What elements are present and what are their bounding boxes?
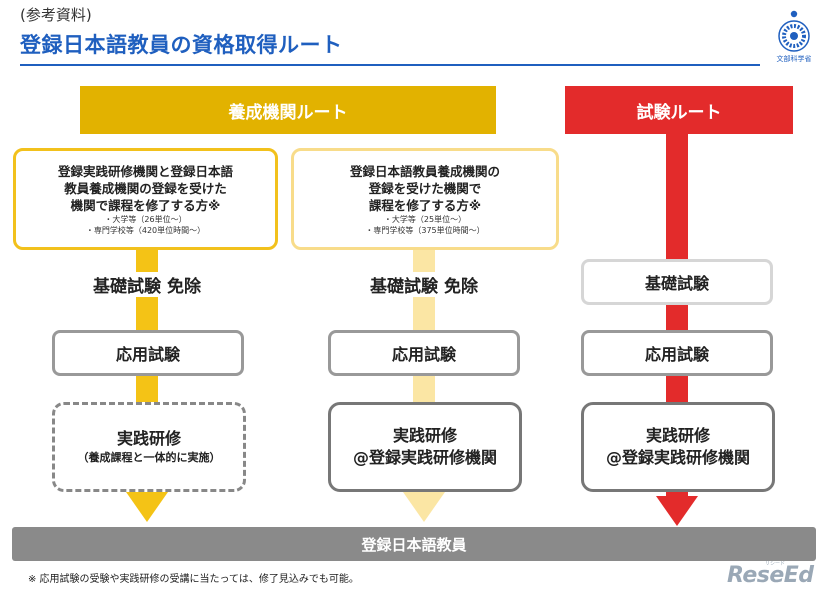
desc-2-note-2: ・専門学校等（375単位時間～）: [365, 225, 485, 235]
registered-teacher-bar: 登録日本語教員: [12, 527, 816, 561]
arrow-head-1-icon: [126, 492, 168, 522]
basic-exam-exempt-2: 基礎試験 免除: [364, 271, 484, 297]
applied-exam-box-3: 応用試験: [581, 330, 773, 376]
ministry-logo-icon: [778, 10, 810, 52]
desc-2-note-1: ・大学等（25単位～）: [383, 214, 467, 224]
arrow-head-3-icon: [656, 496, 698, 526]
practice-sub-3: @登録実践研修機関: [605, 448, 750, 467]
desc-1-note-2: ・専門学校等（420単位時間～）: [85, 225, 206, 235]
desc-1-line-2: 教員養成機関の登録を受けた: [64, 180, 227, 196]
applied-exam-box-1: 応用試験: [52, 330, 244, 376]
ministry-name: 文部科学省: [776, 55, 812, 63]
desc-1-note-1: ・大学等（26単位～）: [104, 214, 187, 224]
reference-label: (参考資料): [20, 6, 92, 24]
route-description-1: 登録実践研修機関と登録日本語 教員養成機関の登録を受けた 機関で課程を修了する方…: [13, 148, 278, 250]
practice-training-box-1: 実践研修 （養成課程と一体的に実施）: [52, 402, 246, 492]
desc-2-line-1: 登録日本語教員養成機関の: [349, 163, 500, 179]
route-description-2: 登録日本語教員養成機関の 登録を受けた機関で 課程を修了する方※ ・大学等（25…: [291, 148, 559, 250]
basic-exam-exempt-2-wrap: 基礎試験 免除: [317, 270, 531, 298]
training-route-header: 養成機関ルート: [80, 86, 496, 134]
practice-training-box-3: 実践研修 @登録実践研修機関: [581, 402, 775, 492]
resed-watermark-kana: リシード: [765, 561, 786, 567]
basic-exam-box-3: 基礎試験: [581, 259, 773, 305]
title-underline: [20, 64, 760, 66]
desc-1-line-3: 機関で課程を修了する方※: [70, 197, 221, 213]
practice-title-3: 実践研修: [645, 426, 710, 445]
exam-route-header: 試験ルート: [565, 86, 793, 134]
desc-2-line-2: 登録を受けた機関で: [368, 180, 482, 196]
arrow-head-2-icon: [403, 492, 445, 522]
practice-title-2: 実践研修: [392, 426, 457, 445]
practice-sub-2: @登録実践研修機関: [352, 448, 497, 467]
footnote: ※ 応用試験の受験や実践研修の受講に当たっては、修了見込みでも可能。: [28, 574, 359, 585]
resed-watermark-logo: ReseEd: [727, 563, 814, 588]
desc-1-line-1: 登録実践研修機関と登録日本語: [57, 163, 233, 179]
applied-exam-box-2: 応用試験: [328, 330, 520, 376]
practice-sub-1: （養成課程と一体的に実施）: [77, 451, 221, 464]
practice-title-1: 実践研修: [116, 429, 181, 448]
practice-training-box-2: 実践研修 @登録実践研修機関: [328, 402, 522, 492]
page-title: 登録日本語教員の資格取得ルート: [20, 33, 343, 57]
basic-exam-exempt-1: 基礎試験 免除: [87, 271, 207, 297]
basic-exam-exempt-1-wrap: 基礎試験 免除: [40, 270, 254, 298]
desc-2-line-3: 課程を修了する方※: [368, 197, 482, 213]
